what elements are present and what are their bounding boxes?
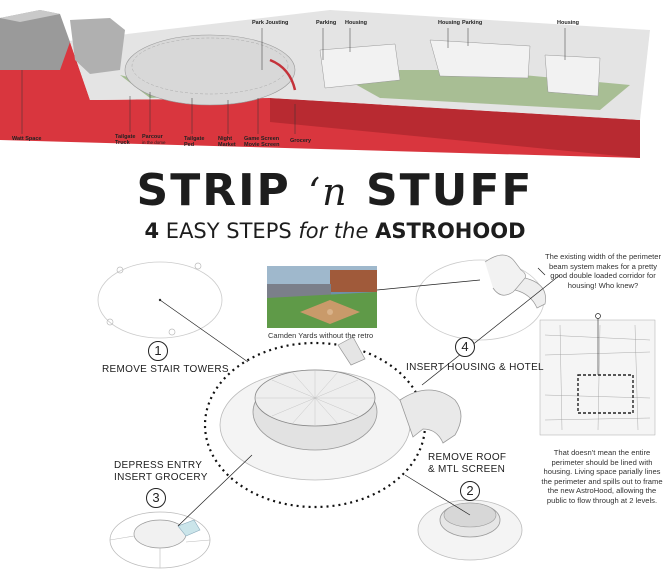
subtitle-astrohood: ASTROHOOD xyxy=(375,219,526,243)
subtitle-easy-steps: EASY STEPS xyxy=(165,219,292,243)
label-grocery: Grocery xyxy=(290,138,312,144)
label-game-screen: Game Screen Movie Screen xyxy=(244,136,280,148)
note-housing: That doesn't mean the entire perimeter s… xyxy=(541,448,663,505)
note-beam-system: The existing width of the perimeter beam… xyxy=(544,252,662,290)
label-parcour-main: Parcour xyxy=(142,134,163,140)
stadium-central xyxy=(203,336,462,509)
step-3-number: 3 xyxy=(146,488,166,508)
label-night-market: Night Market xyxy=(218,136,236,148)
step4-thumbnail xyxy=(415,254,546,341)
subtitle-for-the: for the xyxy=(298,219,369,243)
label-parcour-sub: in the dome xyxy=(142,140,166,145)
camden-yards-photo xyxy=(267,266,377,328)
label-parking-2: Parking xyxy=(462,20,483,26)
label-watt-space: Watt Space xyxy=(12,136,42,142)
watt-building-top xyxy=(0,10,60,22)
step-2-number: 2 xyxy=(460,481,480,501)
site-base-shadow xyxy=(270,98,640,158)
tower-building xyxy=(70,18,125,74)
step-2-label: REMOVE ROOF & MTL SCREEN xyxy=(428,452,507,475)
dome-mesh xyxy=(131,37,289,95)
housing-arm xyxy=(399,389,462,444)
step-1-number: 1 xyxy=(148,341,168,361)
label-housing-2: Housing xyxy=(438,20,460,26)
step3-thumbnail xyxy=(109,511,211,569)
page-subtitle: 4 EASY STEPS for the ASTROHOOD xyxy=(0,218,670,244)
section-sketch xyxy=(539,313,656,436)
label-tailgate-truck: Tailgate Truck xyxy=(115,134,136,146)
title-n: ‘n xyxy=(308,170,349,214)
stadium-roof-ribs xyxy=(255,370,375,426)
label-housing-3: Housing xyxy=(557,20,579,26)
title-stuff: STUFF xyxy=(365,165,534,216)
connector-lines xyxy=(159,267,561,527)
housing-block-2 xyxy=(429,39,531,79)
step-4-label: INSERT HOUSING & HOTEL xyxy=(406,362,544,373)
housing-block-1 xyxy=(319,43,401,89)
label-park-jousting: Park Jousting xyxy=(252,20,289,26)
label-housing-1: Housing xyxy=(345,20,367,26)
dome-red-arc xyxy=(269,58,297,91)
label-parking-1: Parking xyxy=(316,20,337,26)
site-leader-lines xyxy=(21,28,566,134)
page-title: STRIP ‘n STUFF xyxy=(0,166,670,217)
step-1-label: REMOVE STAIR TOWERS xyxy=(102,364,229,375)
housing-block-3 xyxy=(544,54,601,97)
label-tailgate-ped: Tailgate Ped xyxy=(184,136,205,148)
dome-shape xyxy=(124,34,296,106)
watt-building xyxy=(0,10,70,70)
step1-thumbnail xyxy=(97,261,223,339)
step2-thumbnail xyxy=(417,499,523,561)
subtitle-number: 4 xyxy=(144,219,160,243)
title-strip: STRIP xyxy=(136,165,291,216)
housing-stub xyxy=(337,336,366,366)
photo-caption: Camden Yards without the retro xyxy=(268,331,374,340)
step-4-number: 4 xyxy=(455,337,475,357)
site-model xyxy=(0,10,650,158)
step-3-label: DEPRESS ENTRY INSERT GROCERY xyxy=(114,460,208,483)
